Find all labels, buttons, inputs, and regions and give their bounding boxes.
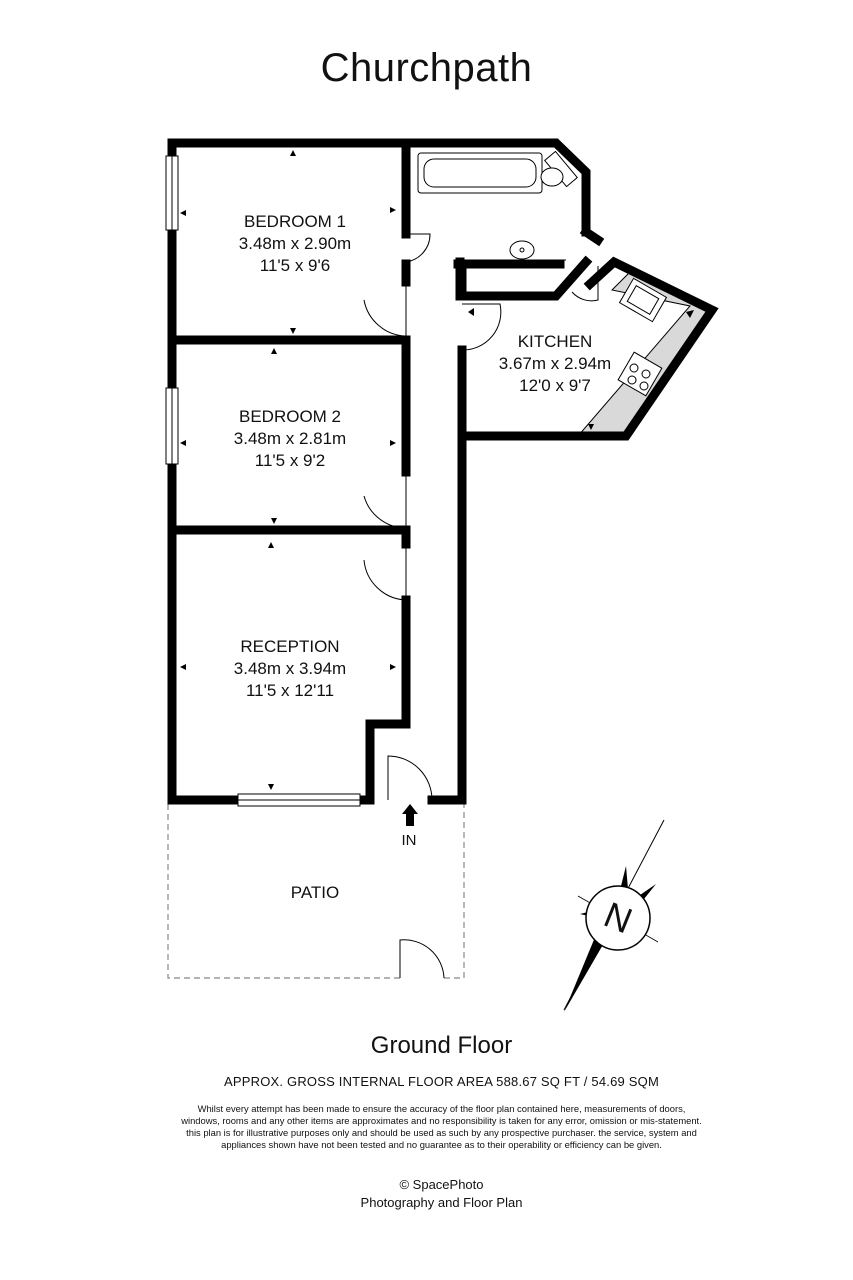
- credit-service: Photography and Floor Plan: [360, 1195, 523, 1210]
- bedroom2-name: BEDROOM 2: [238, 407, 342, 426]
- reception-label: RECEPTION 3.48m x 3.94m 11'5 x 12'11: [205, 636, 375, 702]
- floor-area: APPROX. GROSS INTERNAL FLOOR AREA 588.67…: [224, 1074, 659, 1089]
- kitchen-door-swing: [461, 303, 502, 351]
- compass-circle: [585, 885, 651, 951]
- bedroom2-imperial: 11'5 x 9'2: [254, 451, 326, 470]
- reception-imperial: 11'5 x 12'11: [245, 681, 335, 700]
- floor-name: Ground Floor: [370, 1032, 513, 1059]
- bedroom1-label: BEDROOM 1 3.48m x 2.90m 11'5 x 9'6: [210, 211, 380, 277]
- reception-metric: 3.48m x 3.94m: [233, 659, 347, 678]
- reception-door-swing: [363, 546, 407, 601]
- compass: [563, 819, 665, 1012]
- bedroom2-door-swing: [363, 474, 407, 529]
- credit-company: © SpacePhoto: [399, 1177, 484, 1192]
- bathroom-door-swing: [405, 233, 431, 263]
- kitchen-imperial: 12'0 x 9'7: [519, 376, 591, 395]
- utility-door-swing: [571, 266, 599, 302]
- patio-outline: [167, 804, 465, 979]
- plan-title: Churchpath: [320, 46, 533, 90]
- entrance-label: IN: [401, 832, 417, 849]
- kitchen-name: KITCHEN: [517, 332, 593, 351]
- patio-label: PATIO: [290, 883, 340, 902]
- bedroom2-label: BEDROOM 2 3.48m x 2.81m 11'5 x 9'2: [205, 406, 375, 472]
- walls: [167, 138, 719, 805]
- dimension-markers: [180, 150, 694, 790]
- reception-name: RECEPTION: [240, 637, 340, 656]
- disclaimer: Whilst every attempt has been made to en…: [181, 1103, 702, 1150]
- kitchen-label: KITCHEN 3.67m x 2.94m 12'0 x 9'7: [480, 331, 630, 397]
- bathroom-fixtures: [417, 150, 578, 261]
- entrance-arrow: [402, 804, 418, 826]
- credit: © SpacePhoto Photography and Floor Plan: [0, 1176, 853, 1212]
- entrance-door-swing: [387, 755, 433, 801]
- patio-door-swing: [399, 939, 445, 979]
- bedroom2-metric: 3.48m x 2.81m: [233, 429, 347, 448]
- bedroom1-metric: 3.48m x 2.90m: [238, 234, 352, 253]
- bedroom1-name: BEDROOM 1: [243, 212, 347, 231]
- hob: [617, 351, 663, 397]
- kitchen-metric: 3.67m x 2.94m: [498, 354, 612, 373]
- bedroom1-door-swing: [363, 284, 407, 337]
- windows: [165, 155, 361, 807]
- bedroom1-imperial: 11'5 x 9'6: [259, 256, 331, 275]
- kitchen-appliances: [617, 277, 668, 397]
- toilet-bowl: [540, 167, 564, 187]
- door-swings: [363, 233, 599, 801]
